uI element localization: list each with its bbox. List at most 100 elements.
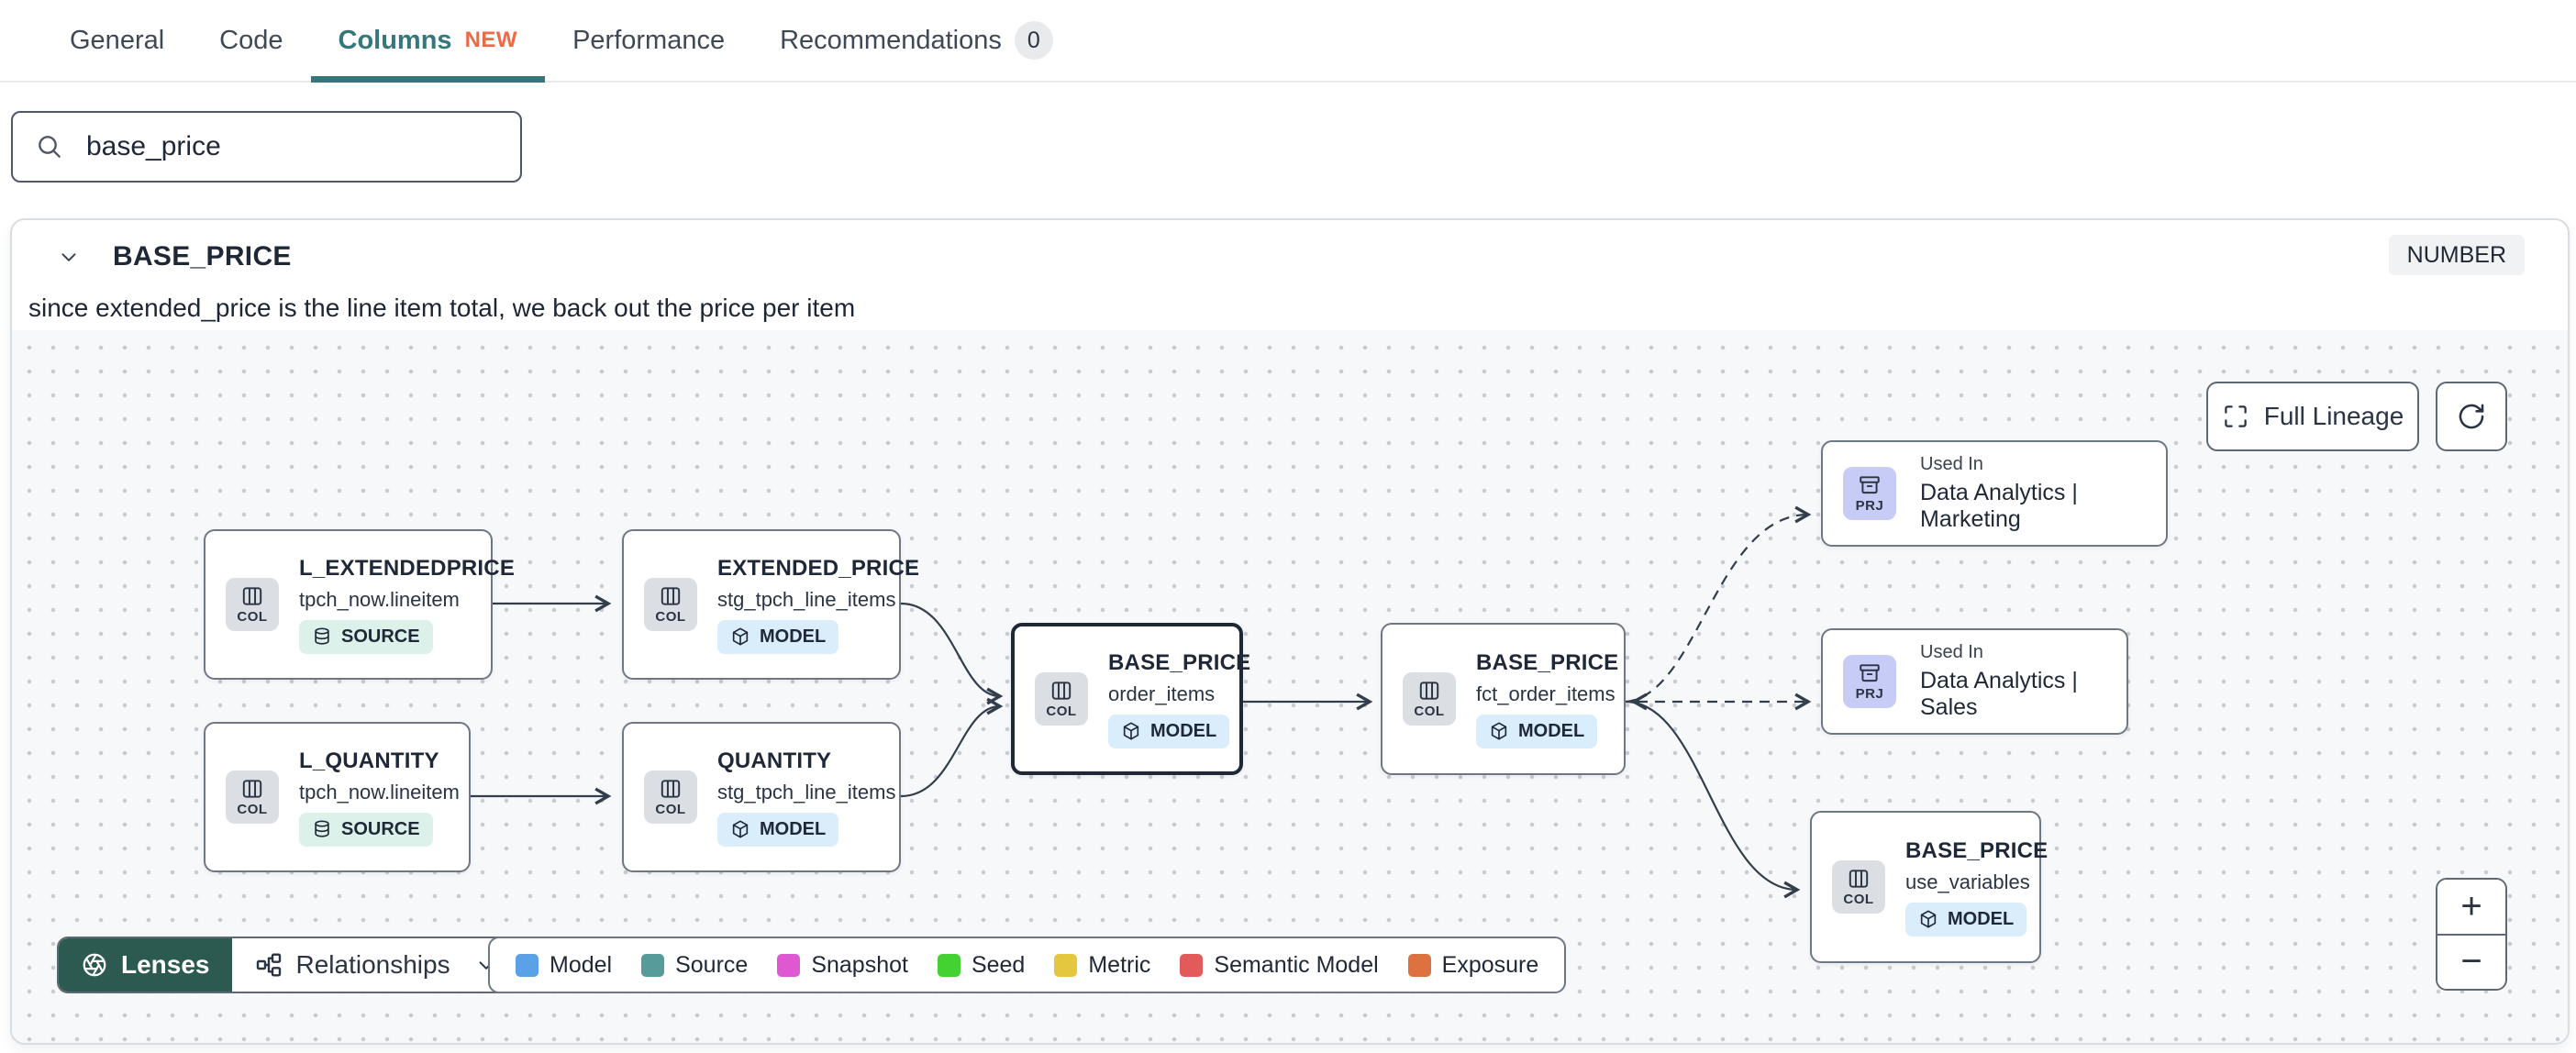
project-tile: PRJ bbox=[1843, 655, 1896, 708]
aperture-icon bbox=[81, 951, 108, 979]
legend-swatch bbox=[1054, 953, 1078, 977]
columns-icon bbox=[1417, 679, 1441, 703]
legend-item-model: Model bbox=[516, 952, 612, 979]
node-type-badge: MODEL bbox=[1905, 902, 2027, 937]
tile-label: COL bbox=[655, 802, 686, 817]
legend-item-semantic-model: Semantic Model bbox=[1180, 951, 1379, 979]
column-name: BASE_PRICE bbox=[113, 241, 292, 272]
used-in-name: Data Analytics | Sales bbox=[1920, 668, 2078, 720]
cube-icon bbox=[1489, 721, 1509, 741]
archive-icon bbox=[1858, 473, 1882, 497]
legend-label: Semantic Model bbox=[1214, 951, 1379, 978]
legend-item-exposure: Exposure bbox=[1407, 951, 1539, 979]
node-subtitle: stg_tpch_line_items bbox=[717, 780, 896, 804]
tile-label: COL bbox=[1414, 704, 1445, 719]
node-title: L_QUANTITY bbox=[299, 748, 439, 773]
columns-icon bbox=[659, 584, 683, 608]
lineage-node-quantity[interactable]: COL QUANTITY stg_tpch_line_items MODEL bbox=[622, 722, 901, 872]
zoom-out-button[interactable]: − bbox=[2437, 935, 2505, 989]
lineage-node-l-quantity[interactable]: COL L_QUANTITY tpch_now.lineitem SOURCE bbox=[204, 722, 471, 872]
refresh-button[interactable] bbox=[2436, 382, 2507, 451]
search-icon bbox=[35, 132, 64, 161]
tab-label: Performance bbox=[572, 25, 726, 55]
node-title: QUANTITY bbox=[717, 748, 832, 773]
collapse-chevron-icon[interactable] bbox=[52, 240, 85, 273]
lenses-toolbar: Lenses Relationships bbox=[57, 937, 522, 993]
node-type-badge: MODEL bbox=[717, 619, 839, 654]
tab-recommendations[interactable]: Recommendations 0 bbox=[752, 0, 1081, 81]
node-subtitle: stg_tpch_line_items bbox=[717, 587, 896, 611]
column-tile: COL bbox=[1832, 860, 1885, 914]
lineage-node-base-price-order-items-selected[interactable]: COL BASE_PRICE order_items MODEL bbox=[1011, 623, 1250, 775]
tab-performance[interactable]: Performance bbox=[545, 0, 752, 81]
columns-icon bbox=[1049, 679, 1073, 703]
used-in-label: Used In bbox=[1920, 454, 1983, 474]
legend-item-seed: Seed bbox=[937, 951, 1026, 979]
cube-icon bbox=[730, 626, 750, 647]
tab-code[interactable]: Code bbox=[192, 0, 310, 81]
cube-icon bbox=[1918, 909, 1938, 929]
node-subtitle: fct_order_items bbox=[1476, 682, 1616, 705]
badge-label: MODEL bbox=[760, 818, 827, 839]
legend-label: Model bbox=[550, 951, 613, 978]
lineage-edges bbox=[471, 505, 1812, 899]
node-subtitle: tpch_now.lineitem bbox=[299, 780, 460, 804]
cube-icon bbox=[1121, 721, 1141, 741]
lineage-canvas[interactable]: COL L_EXTENDEDPRICE tpch_now.lineitem SO… bbox=[12, 330, 2568, 1043]
tab-columns[interactable]: Columns NEW bbox=[310, 0, 546, 83]
tile-label: COL bbox=[237, 802, 268, 817]
lenses-button[interactable]: Lenses bbox=[59, 938, 232, 992]
node-subtitle: use_variables bbox=[1905, 870, 2030, 893]
lineage-node-l-extendedprice[interactable]: COL L_EXTENDEDPRICE tpch_now.lineitem SO… bbox=[204, 529, 515, 680]
tab-label: Recommendations bbox=[780, 25, 1002, 55]
recommendations-count-badge: 0 bbox=[1014, 21, 1053, 60]
cube-icon bbox=[730, 819, 750, 839]
badge-label: MODEL bbox=[760, 626, 827, 647]
project-tile: PRJ bbox=[1843, 467, 1896, 520]
badge-label: MODEL bbox=[1150, 720, 1217, 741]
used-in-name: Data Analytics | Marketing bbox=[1920, 480, 2078, 532]
tile-label: COL bbox=[237, 609, 268, 625]
badge-label: SOURCE bbox=[341, 818, 420, 839]
search-input[interactable] bbox=[84, 130, 498, 163]
full-lineage-button[interactable]: Full Lineage bbox=[2206, 382, 2419, 451]
node-type-legend: Model Source Snapshot Seed Metric Semant… bbox=[488, 937, 1567, 993]
lineage-node-base-price-fct-order-items[interactable]: COL BASE_PRICE fct_order_items MODEL bbox=[1381, 623, 1626, 775]
badge-label: SOURCE bbox=[341, 626, 420, 647]
node-title: BASE_PRICE bbox=[1905, 837, 2049, 863]
database-icon bbox=[312, 819, 332, 839]
column-tile: COL bbox=[644, 770, 697, 824]
tab-bar: General Code Columns NEW Performance Rec… bbox=[0, 0, 2576, 83]
legend-swatch bbox=[641, 953, 665, 977]
legend-label: Exposure bbox=[1441, 951, 1539, 978]
lineage-node-used-in-sales[interactable]: PRJ Used In Data Analytics | Sales bbox=[1821, 628, 2128, 735]
full-lineage-label: Full Lineage bbox=[2263, 402, 2404, 430]
column-tile: COL bbox=[644, 578, 697, 631]
lineage-node-used-in-marketing[interactable]: PRJ Used In Data Analytics | Marketing bbox=[1821, 440, 2168, 547]
relationships-label: Relationships bbox=[295, 950, 450, 979]
tile-label: COL bbox=[1046, 704, 1077, 719]
tile-label: COL bbox=[1843, 892, 1874, 907]
columns-icon bbox=[1847, 867, 1871, 891]
node-title: L_EXTENDEDPRICE bbox=[299, 555, 516, 581]
lineage-node-extended-price[interactable]: COL EXTENDED_PRICE stg_tpch_line_items M… bbox=[622, 529, 919, 680]
lineage-node-base-price-use-variables[interactable]: COL BASE_PRICE use_variables MODEL bbox=[1810, 811, 2048, 963]
column-card: BASE_PRICE NUMBER since extended_price i… bbox=[10, 218, 2570, 1045]
columns-icon bbox=[240, 777, 264, 801]
node-type-badge: MODEL bbox=[1476, 714, 1598, 748]
tab-label: General bbox=[70, 25, 165, 55]
tab-general[interactable]: General bbox=[42, 0, 192, 81]
column-tile: COL bbox=[226, 770, 279, 824]
refresh-icon bbox=[2456, 401, 2487, 432]
legend-item-source: Source bbox=[641, 952, 748, 979]
node-title: EXTENDED_PRICE bbox=[717, 555, 920, 581]
legend-swatch bbox=[937, 953, 960, 977]
legend-label: Metric bbox=[1088, 951, 1151, 978]
legend-label: Seed bbox=[971, 951, 1026, 978]
relationships-dropdown[interactable]: Relationships bbox=[232, 938, 520, 992]
column-type-badge: NUMBER bbox=[2388, 235, 2525, 275]
node-type-badge: MODEL bbox=[717, 812, 839, 847]
tile-label: PRJ bbox=[1855, 686, 1884, 702]
zoom-in-button[interactable]: + bbox=[2437, 880, 2505, 936]
